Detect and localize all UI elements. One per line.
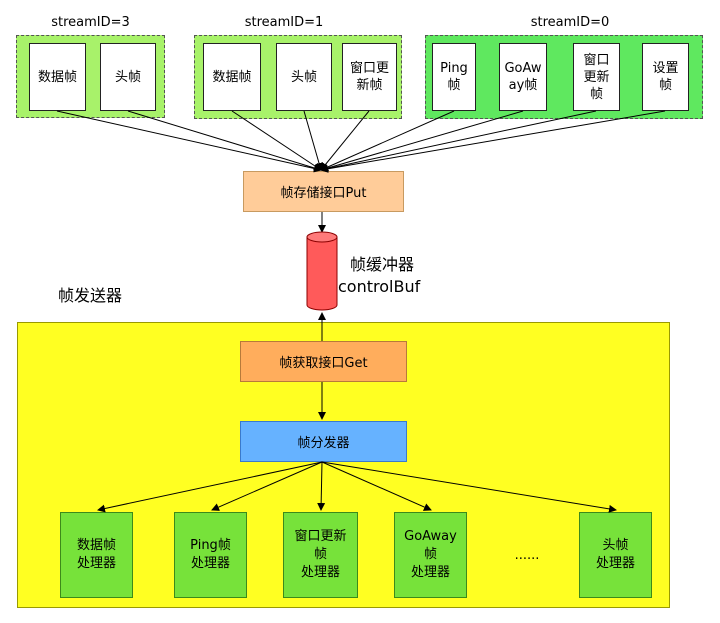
handler-ellipsis: ...... xyxy=(514,548,540,563)
put-interface-box: 帧存储接口Put xyxy=(243,171,404,212)
stream-label-3: streamID=3 xyxy=(51,15,130,30)
handler-window-update: 窗口更新 帧 处理器 xyxy=(283,512,358,598)
handler-header: 头帧 处理器 xyxy=(579,512,652,598)
frame-ping-0: Ping 帧 xyxy=(432,43,476,111)
frame-data-1: 数据帧 xyxy=(203,43,261,111)
get-interface-box: 帧获取接口Get xyxy=(240,341,407,382)
buffer-cylinder xyxy=(306,231,338,311)
frame-settings-0: 设置 帧 xyxy=(642,43,689,111)
frame-data-3: 数据帧 xyxy=(29,43,86,111)
stream-label-0: streamID=0 xyxy=(530,15,610,30)
handler-data: 数据帧 处理器 xyxy=(60,512,133,598)
stream-label-1: streamID=1 xyxy=(244,15,324,30)
frame-header-1: 头帧 xyxy=(276,43,332,111)
handler-ping: Ping帧 处理器 xyxy=(174,512,247,598)
frame-window-update-0: 窗口 更新 帧 xyxy=(573,43,620,111)
frame-goaway-0: GoAw ay帧 xyxy=(499,43,547,111)
handler-goaway: GoAway 帧 处理器 xyxy=(394,512,467,598)
dispatcher-box: 帧分发器 xyxy=(240,421,407,462)
buffer-name-label: 帧缓冲器 xyxy=(350,255,415,274)
frame-sender-label: 帧发送器 xyxy=(57,286,122,305)
frame-header-3: 头帧 xyxy=(100,43,156,111)
buffer-sub-label: controlBuf xyxy=(338,277,421,296)
dispatcher-to-handler-lines xyxy=(97,461,617,513)
frame-to-put-lines xyxy=(56,110,666,173)
frame-window-update-1: 窗口更 新帧 xyxy=(342,43,397,111)
